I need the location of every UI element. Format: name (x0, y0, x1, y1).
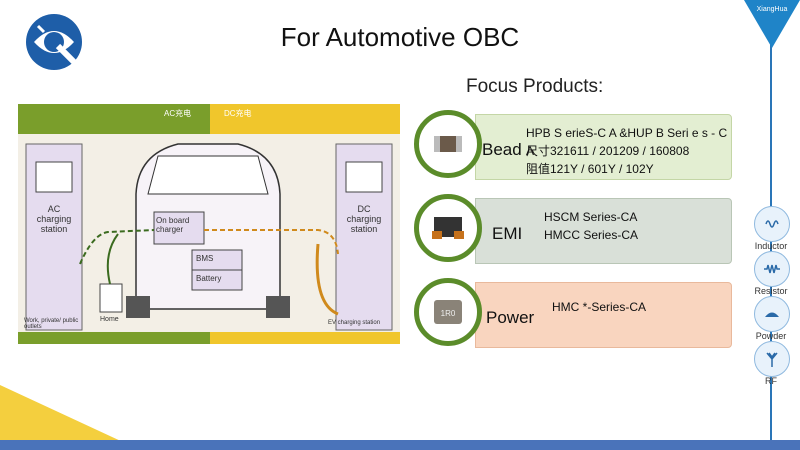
sidebar-label-rf: RF (765, 376, 777, 386)
dc-station-label: DC charging station (346, 204, 382, 234)
ac-station-label: AC charging station (36, 204, 72, 234)
ev-label: EV charging station (328, 320, 381, 326)
bottom-bar (0, 440, 800, 450)
dc-header: DC充电 (224, 109, 252, 118)
rf-icon[interactable] (754, 341, 790, 377)
work-label: Work, private/ public outlets (24, 318, 79, 330)
emi-line-1: HSCM Series-CA (544, 210, 638, 224)
page-title: For Automotive OBC (280, 22, 520, 52)
emi-line-2: HMCC Series-CA (544, 228, 639, 242)
brand-label: XiangHua (756, 6, 788, 13)
sidebar-label-inductor: Inductor (754, 241, 788, 251)
home-label: Home (100, 316, 119, 323)
bead-label: Bead (482, 140, 522, 159)
product-card-power: 1R0 Power HMC *-Series-CA (414, 278, 732, 348)
power-label: Power (486, 308, 535, 327)
sidebar-label-resistor: Resistor (754, 286, 788, 296)
bead-line-2: 尺寸321611 / 201209 / 160808 (526, 144, 690, 158)
sidebar-label-powder: Powder (755, 331, 787, 341)
xianghua-logo (26, 14, 82, 70)
charging-diagram: AC充电 DC充电 AC charging station DC chargin… (18, 104, 400, 344)
brand-triangle (744, 0, 800, 48)
bead-image (414, 110, 482, 178)
power-line-1: HMC *-Series-CA (552, 300, 647, 314)
product-card-emi: EMI HSCM Series-CA HMCC Series-CA (414, 194, 732, 264)
svg-text:1R0: 1R0 (441, 309, 456, 318)
product-card-bead: Bead HPB S erieS-C A &HUP B Seri e s - C… (414, 110, 732, 180)
bead-line-3: 阻值121Y / 601Y / 102Y (526, 162, 654, 176)
resistor-icon[interactable] (754, 251, 790, 287)
yellow-accent (0, 385, 140, 450)
powder-icon[interactable] (754, 296, 790, 332)
inductor-icon[interactable] (754, 206, 790, 242)
battery-label: Battery (196, 274, 222, 283)
focus-products-heading: Focus Products: (466, 76, 604, 97)
power-image: 1R0 (414, 278, 482, 346)
bms-label: BMS (196, 254, 214, 263)
ac-header: AC充电 (164, 109, 192, 118)
onboard-label: On board charger (156, 216, 190, 234)
bead-line-1: HPB S erieS-C A &HUP B Seri e s - C A (526, 126, 728, 158)
emi-image (414, 194, 482, 262)
emi-label: EMI (492, 224, 523, 243)
